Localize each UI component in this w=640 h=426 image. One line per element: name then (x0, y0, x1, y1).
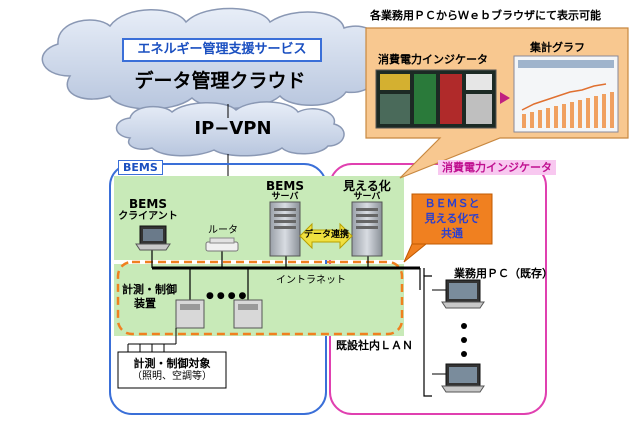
ipvpn-label: IP−VPN (194, 118, 272, 139)
callout-heading: 各業務用ＰＣからＷｅｂブラウザにて表示可能 (370, 9, 601, 22)
mieru-server (351, 201, 383, 257)
measure-device-1 (175, 299, 205, 329)
bems-zone-label: BEMS (118, 160, 163, 175)
router-device (205, 237, 239, 252)
targets-label-2: （照明、空調等） (132, 371, 212, 382)
bems-server-label-1: BEMS (266, 179, 304, 193)
intranet-label: イントラネット (276, 275, 346, 286)
data-link-label: データ連携 (304, 230, 350, 240)
bems-server (269, 201, 301, 257)
client-laptop (135, 225, 171, 251)
shared-note-line-3: 共通 (441, 227, 463, 240)
shared-area-outline (116, 260, 404, 336)
business-pc-label: 業務用ＰＣ（既存） (454, 267, 553, 280)
data-link-arrow (299, 222, 353, 250)
bems-server-label-2: サーバ (271, 192, 299, 202)
business-pc-2 (441, 363, 485, 393)
business-pc-1 (441, 279, 485, 309)
shared-note-pointer (403, 243, 428, 263)
mieru-server-label-1: 見える化 (343, 179, 391, 193)
graph-title: 集計グラフ (530, 41, 585, 54)
router-label: ルータ (208, 225, 238, 236)
device-ellipsis: ●●●● (206, 291, 250, 301)
shared-note-line-2: 見える化で (424, 212, 480, 225)
lan-bracket (423, 275, 432, 397)
indicator-title: 消費電力インジケータ (378, 53, 488, 66)
ipvpn-cloud (115, 101, 345, 157)
shared-note-line-1: ＢＥＭＳと (424, 197, 480, 210)
callout-arrow (500, 92, 510, 104)
client-label-2: クライアント (118, 211, 178, 222)
pc-ellipsis (461, 323, 467, 357)
existing-lan-label: 既設社内ＬＡＮ (336, 339, 413, 352)
measure-device-2 (233, 299, 263, 329)
service-label: エネルギー管理支援サービス (122, 38, 322, 62)
mieru-server-label-2: サーバ (353, 192, 381, 202)
measure-label-1: 計測・制御 (122, 283, 177, 296)
mieru-zone-label: 消費電力インジケータ (438, 160, 556, 175)
graph-screenshot (513, 55, 619, 133)
shared-note-box (411, 193, 493, 245)
indicator-screenshot (375, 69, 497, 129)
client-label-1: BEMS (129, 197, 167, 211)
cloud-title: データ管理クラウド (134, 70, 306, 92)
measure-label-2: 装置 (134, 297, 156, 310)
targets-box (117, 351, 227, 389)
targets-label-1: 計測・制御対象 (133, 357, 211, 370)
